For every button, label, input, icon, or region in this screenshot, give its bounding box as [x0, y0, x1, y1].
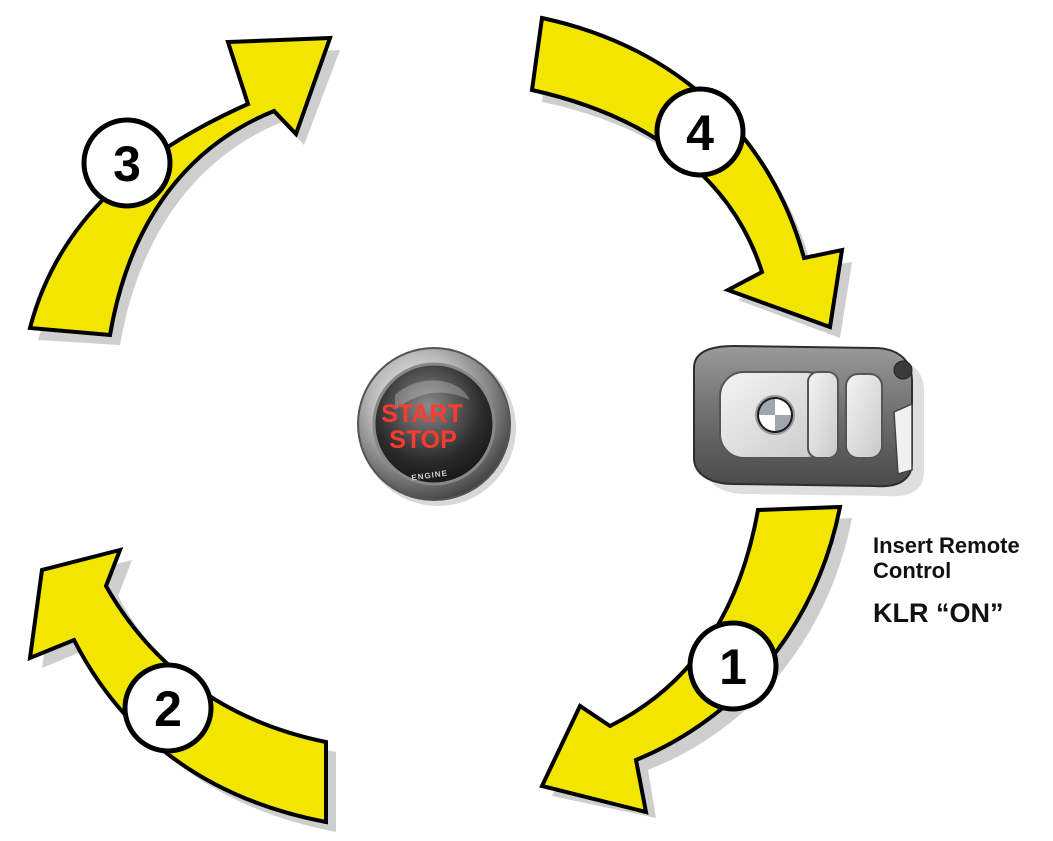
step-number-4: 4 — [686, 105, 714, 161]
step-badge-1: 1 — [687, 620, 779, 712]
step-badge-2: 2 — [122, 662, 214, 754]
step-number-3: 3 — [113, 136, 141, 192]
stop-label: STOP — [389, 426, 457, 454]
arrow-step-1 — [539, 504, 852, 818]
step-badge-4: 4 — [654, 86, 746, 178]
step-badge-3: 3 — [81, 117, 173, 209]
arrow-step-3 — [27, 35, 340, 345]
start-label: START — [381, 400, 462, 428]
step-number-1: 1 — [719, 639, 747, 695]
step-number-2: 2 — [154, 681, 182, 737]
insert-remote-instruction: Insert Remote Control — [873, 533, 1020, 583]
remote-control-key — [693, 344, 924, 497]
caption: Insert Remote Control KLR “ON” — [873, 533, 1053, 629]
start-stop-button: START STOP ENGINE — [357, 347, 516, 506]
klr-state-label: KLR “ON” — [873, 598, 1004, 628]
arrow-step-4 — [529, 15, 852, 338]
